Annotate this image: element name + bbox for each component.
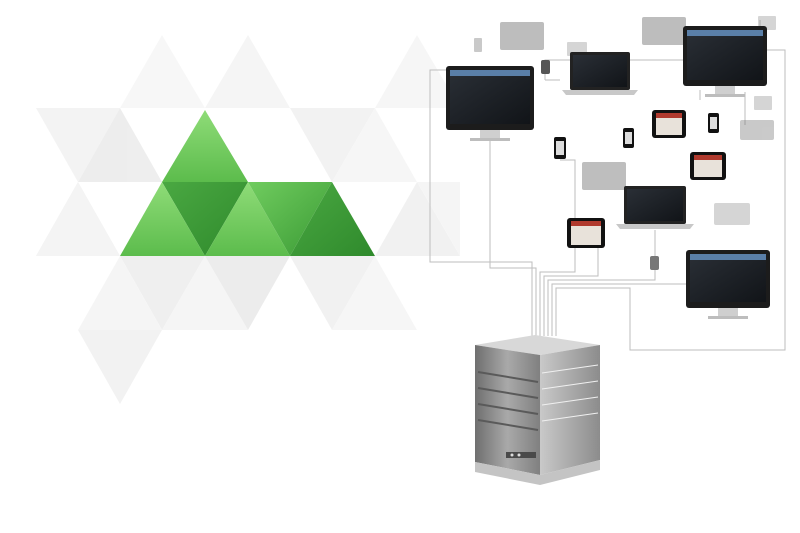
faded-devices bbox=[474, 16, 776, 225]
server-tower bbox=[475, 335, 600, 485]
logo-bottom-left-triangle bbox=[120, 182, 205, 256]
tablet-1 bbox=[652, 110, 686, 138]
monitor-2 bbox=[683, 26, 767, 97]
logo-inner-left-triangle bbox=[162, 182, 248, 256]
logo-inner-right-triangle bbox=[248, 182, 332, 256]
monitor-3 bbox=[686, 250, 770, 319]
tablet-3 bbox=[567, 218, 605, 248]
monitor-1 bbox=[446, 66, 534, 141]
green-triangle-logo bbox=[120, 110, 375, 256]
tablet-2 bbox=[690, 152, 726, 180]
laptop-1 bbox=[562, 52, 638, 95]
background-triangle-mosaic bbox=[36, 35, 460, 404]
logo-top-triangle bbox=[162, 110, 248, 182]
logo-bottom-mid-triangle bbox=[205, 182, 290, 256]
logo-bottom-right-triangle bbox=[290, 182, 375, 256]
laptop-2 bbox=[616, 186, 694, 229]
phones bbox=[541, 60, 719, 270]
